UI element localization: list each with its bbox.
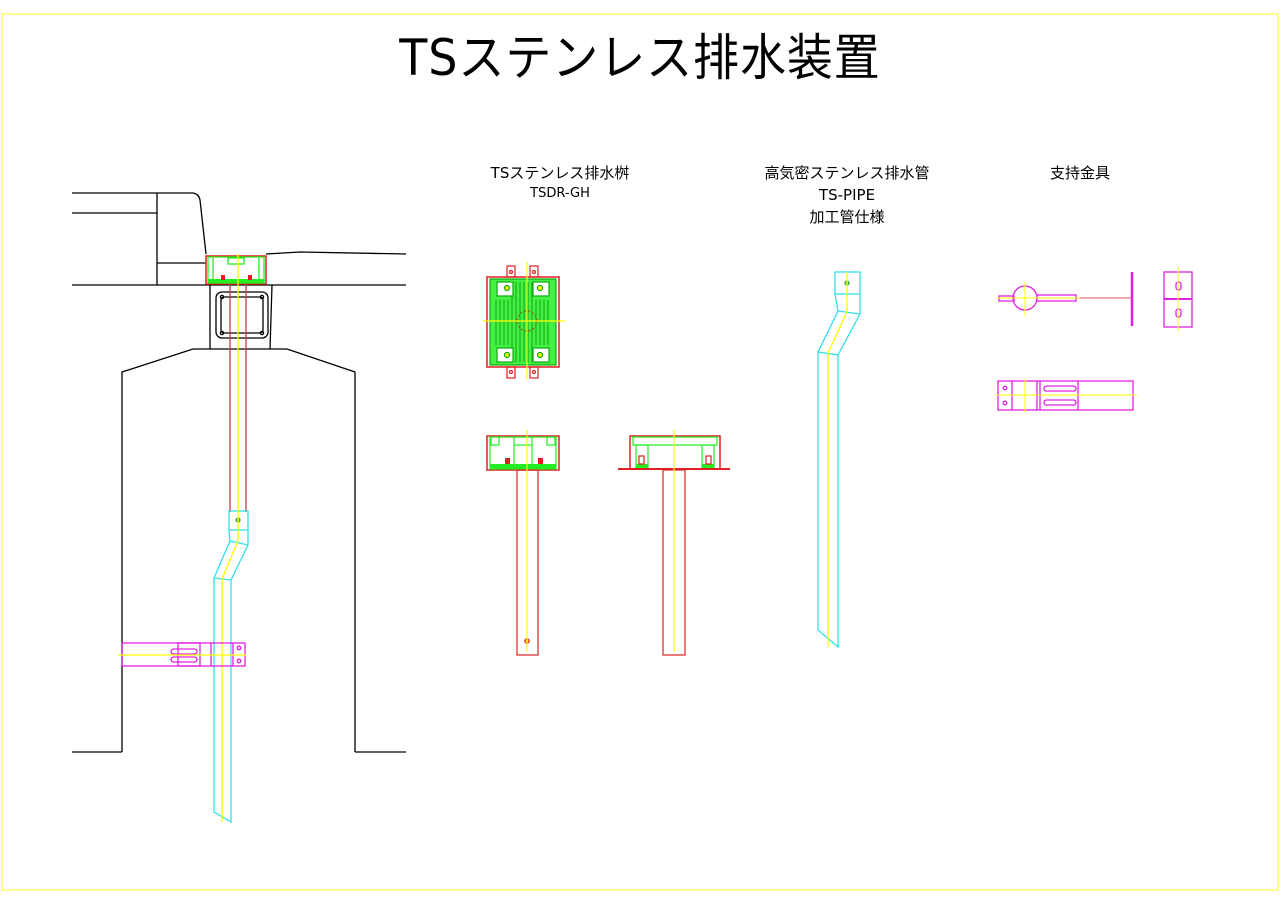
center-line [221, 254, 239, 822]
section-label-bracket: 支持金具 [1020, 162, 1140, 184]
sheet-frame [1, 13, 1279, 891]
vertical-pipe [229, 284, 247, 512]
section-label-drain-pipe: 高気密ステンレス排水管 TS-PIPE 加工管仕様 [737, 162, 957, 228]
drain-box-installed [205, 255, 267, 285]
inspection-frame [215, 291, 269, 339]
drain-box-side-view [486, 430, 560, 656]
installation-section-view [72, 192, 407, 824]
section-label-line: 加工管仕様 [809, 208, 885, 226]
drawing-title: TSステンレス排水装置 [399, 29, 881, 87]
drain-box-plan-view [483, 262, 565, 380]
section-label-line: TSDR-GH [530, 186, 590, 201]
section-label-line: TSステンレス排水桝 [490, 164, 630, 182]
section-label-line: 支持金具 [1049, 164, 1110, 182]
section-label-line: 高気密ステンレス排水管 [764, 164, 930, 182]
structure-outline [72, 192, 407, 753]
bracket-views [996, 266, 1193, 412]
drain-box-flanged-view [618, 430, 730, 656]
section-label-line: TS-PIPE [818, 186, 876, 204]
ts-pipe-view [817, 271, 861, 649]
section-label-drain-box: TSステンレス排水桝 TSDR-GH [470, 162, 650, 204]
